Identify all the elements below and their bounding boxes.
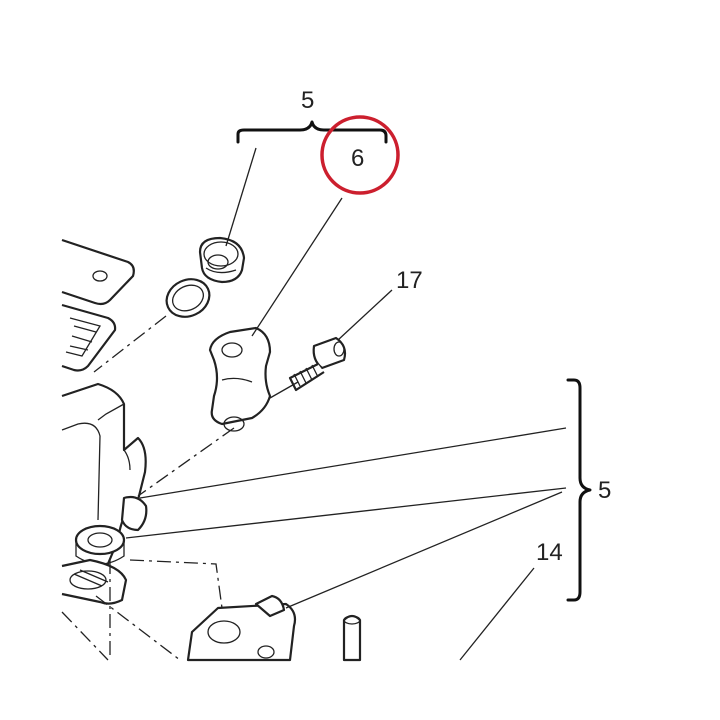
assembly-axes [61,315,235,661]
clamp-screw [288,336,347,392]
seal-cup [198,236,246,284]
o-ring [165,278,211,318]
callout-part-17: 17 [396,267,423,294]
pushrod [342,614,362,662]
callout-part-6: 6 [351,145,364,172]
callout-kit-right: 5 [598,477,611,504]
highlight-circle [320,115,400,195]
callout-kit-top: 5 [301,87,314,114]
kit-brace-top [236,120,388,144]
clamp-half [208,326,272,432]
master-cylinder-body [61,238,148,605]
callout-part-14: 14 [536,539,563,566]
leader-lines [125,147,567,661]
kit-brace-right [566,378,592,602]
lever-pivot [186,594,297,662]
